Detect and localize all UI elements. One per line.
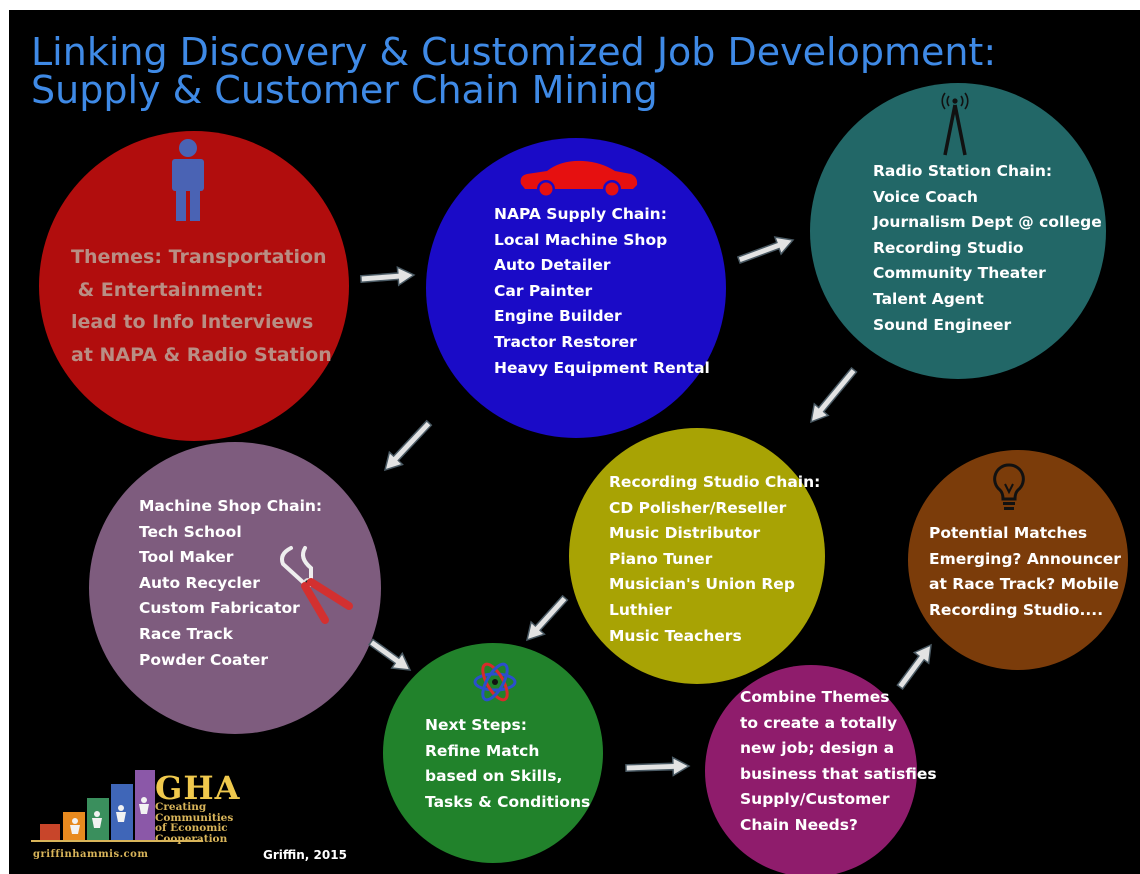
logo-bars-graphic [31, 770, 203, 842]
recording-studio-line: Luthier [609, 600, 672, 619]
radio-line: Journalism Dept @ college [873, 213, 1102, 232]
machine-shop-text: Machine Shop Chain: Tech School Tool Mak… [139, 494, 322, 673]
radio-line: Talent Agent [873, 289, 984, 308]
recording-studio-line: Recording Studio Chain: [609, 473, 821, 491]
combine-line: Chain Needs? [740, 815, 858, 834]
machine-shop-line: Powder Coater [139, 650, 269, 669]
radio-line: Recording Studio [873, 238, 1024, 257]
next-steps-line: Tasks & Conditions [425, 792, 591, 811]
arrow-machine-shop-to-next-steps [368, 638, 412, 671]
machine-shop-line: Custom Fabricator [139, 599, 300, 618]
napa-line: NAPA Supply Chain: [494, 205, 667, 223]
radio-text: Radio Station Chain: Voice Coach Journal… [873, 159, 1102, 338]
napa-line: Local Machine Shop [494, 230, 668, 249]
radio-line: Sound Engineer [873, 315, 1012, 334]
potential-line: Potential Matches [929, 524, 1088, 542]
combine-line: Supply/Customer [740, 790, 890, 809]
arrow-radio-to-recording [810, 366, 858, 424]
pliers-icon [280, 546, 353, 624]
combine-line: Combine Themes [740, 688, 890, 706]
machine-shop-line: Auto Recycler [139, 573, 260, 592]
lightbulb-icon [993, 463, 1025, 510]
themes-line: Themes: Transportation [71, 246, 327, 268]
recording-studio-line: Music Distributor [609, 524, 761, 543]
arrow-layer [360, 236, 932, 777]
car-icon [520, 160, 638, 196]
napa-text: NAPA Supply Chain: Local Machine Shop Au… [494, 202, 710, 381]
machine-shop-line: Race Track [139, 624, 233, 643]
combine-line: to create a totally [740, 713, 898, 732]
logo-name: GHA [155, 769, 241, 807]
atom-icon [473, 662, 517, 702]
arrow-napa-to-radio [736, 236, 795, 264]
napa-line: Tractor Restorer [494, 332, 637, 351]
combine-circle [705, 665, 917, 874]
arrow-recording-to-next-steps [525, 594, 569, 642]
recording-studio-line: Musician's Union Rep [609, 575, 795, 594]
next-steps-circle [383, 643, 603, 863]
radio-line: Voice Coach [873, 187, 978, 206]
logo-website: griffinhammis.com [33, 849, 149, 860]
arrow-next-steps-to-combine [625, 756, 691, 777]
title-line-2: Supply & Customer Chain Mining [31, 68, 658, 112]
recording-studio-circle [569, 428, 825, 684]
recording-studio-line: Music Teachers [609, 626, 742, 645]
radio-circle [810, 83, 1106, 379]
combine-line: business that satisfies [740, 764, 937, 783]
themes-line: lead to Info Interviews [71, 311, 314, 333]
napa-line: Engine Builder [494, 307, 622, 326]
recording-studio-line: Piano Tuner [609, 549, 713, 568]
next-steps-line: Next Steps: [425, 716, 527, 734]
credit: Griffin, 2015 [263, 848, 347, 862]
diagram-canvas: Linking Discovery & Customized Job Devel… [9, 10, 1140, 874]
next-steps-line: Refine Match [425, 741, 540, 760]
person-icon [172, 139, 204, 221]
combine-line: new job; design a [740, 739, 895, 758]
radio-tower-icon [941, 92, 969, 156]
arrow-themes-to-napa [360, 265, 416, 287]
radio-line: Radio Station Chain: [873, 162, 1053, 180]
potential-line: at Race Track? Mobile [929, 575, 1119, 594]
themes-line: at NAPA & Radio Station [71, 343, 332, 366]
potential-line: Emerging? Announcer [929, 549, 1121, 568]
combine-text: Combine Themes to create a totally new j… [740, 685, 937, 839]
title-line-1: Linking Discovery & Customized Job Devel… [31, 30, 997, 74]
recording-studio-line: CD Polisher/Reseller [609, 498, 787, 517]
next-steps-text: Next Steps: Refine Match based on Skills… [425, 713, 590, 815]
arrow-napa-to-machine-shop [383, 419, 433, 472]
napa-line: Heavy Equipment Rental [494, 358, 710, 377]
themes-text: Themes: Transportation & Entertainment: … [71, 241, 332, 371]
machine-shop-line: Machine Shop Chain: [139, 497, 323, 515]
gha-logo: GHA Creating Communities of Economic Coo… [25, 754, 247, 866]
radio-line: Community Theater [873, 264, 1046, 283]
napa-line: Auto Detailer [494, 256, 611, 275]
potential-circle [908, 450, 1128, 670]
potential-line: Recording Studio.... [929, 600, 1104, 619]
recording-studio-text: Recording Studio Chain: CD Polisher/Rese… [609, 470, 820, 649]
logo-tagline: Creating Communities of Economic Coopera… [155, 801, 234, 845]
themes-line: & Entertainment: [71, 278, 264, 301]
next-steps-line: based on Skills, [425, 767, 563, 786]
napa-line: Car Painter [494, 281, 593, 300]
machine-shop-circle [89, 442, 381, 734]
machine-shop-line: Tech School [139, 522, 242, 541]
arrow-combine-to-potential [896, 643, 932, 690]
machine-shop-line: Tool Maker [139, 548, 234, 567]
potential-text: Potential Matches Emerging? Announcer at… [929, 521, 1121, 623]
